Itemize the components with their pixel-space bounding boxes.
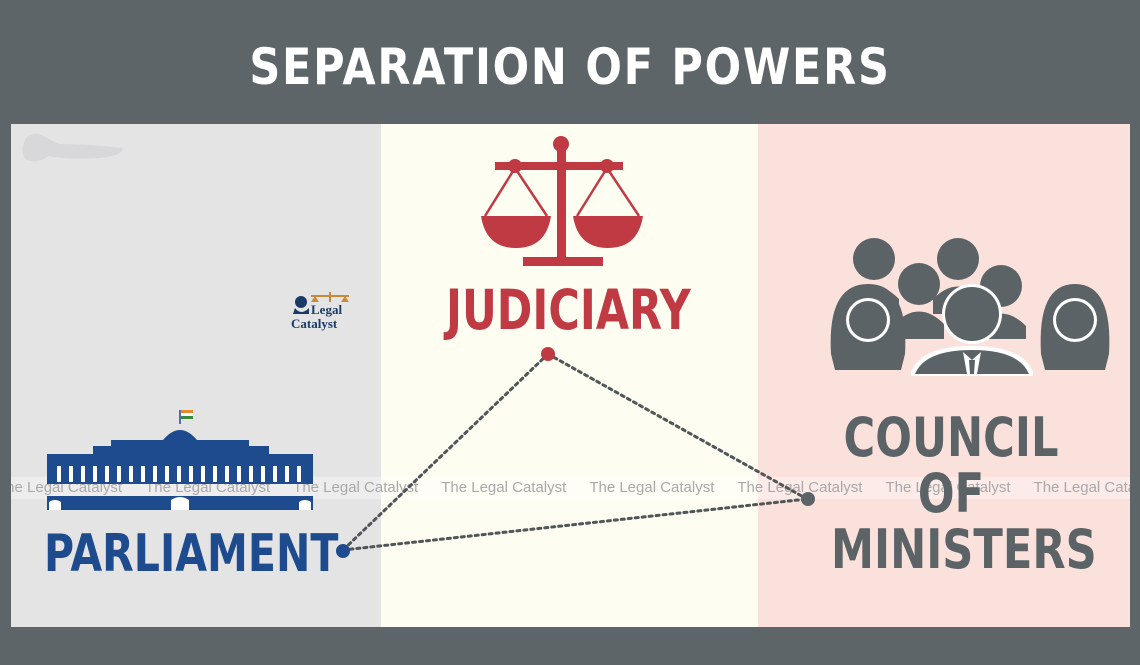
page-title: SEPARATION OF POWERS — [249, 38, 891, 96]
svg-text:Legal: Legal — [311, 302, 342, 317]
judiciary-node — [541, 347, 555, 361]
parliament-node — [336, 544, 350, 558]
svg-text:Catalyst: Catalyst — [291, 316, 338, 331]
decorative-blob — [22, 133, 123, 162]
indian-flag-icon — [181, 410, 193, 419]
council-of-ministers-label: COUNCIL OF MINISTERS — [831, 406, 1097, 581]
people-group-icon — [830, 238, 1110, 376]
connector-lines — [341, 352, 809, 552]
parliament-label: PARLIAMENT — [44, 524, 339, 584]
parliament-building-icon — [47, 410, 313, 510]
scales-of-justice-icon — [481, 136, 643, 266]
legal-catalyst-logo: Legal Catalyst — [289, 288, 353, 337]
diagram-graphics — [47, 136, 1110, 558]
council-node — [801, 492, 815, 506]
judiciary-label: JUDICIARY — [446, 278, 691, 342]
panel-legislature — [11, 124, 381, 627]
panel-judiciary — [381, 124, 758, 627]
